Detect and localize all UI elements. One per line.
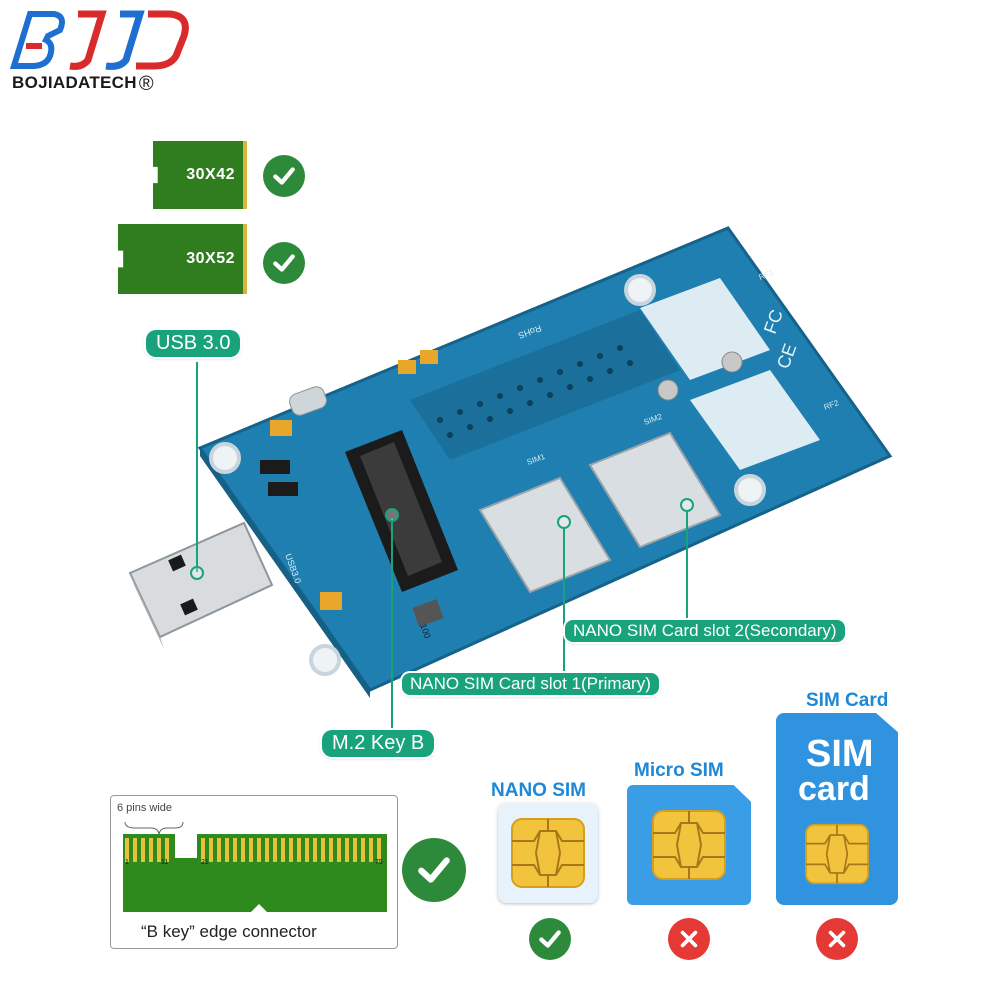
check-icon — [263, 155, 305, 197]
check-icon — [529, 918, 571, 960]
callout-usb: USB 3.0 — [146, 330, 241, 357]
logo-mark-icon — [9, 10, 189, 70]
edge-connector-diagram: 1 11 21 75 — [123, 821, 387, 912]
micro-sim-card — [627, 785, 751, 905]
sim-chip-icon — [652, 810, 726, 880]
nano-sim-title: NANO SIM — [491, 780, 586, 801]
sim-card-title: SIM Card — [806, 690, 889, 711]
target-dot — [385, 508, 399, 522]
pin-label-21: 21 — [201, 859, 209, 866]
sim-card-text-line1: SIM — [806, 733, 874, 775]
callout-sim2: NANO SIM Card slot 2(Secondary) — [565, 620, 845, 642]
module-card-30x52: 30X52 — [118, 224, 247, 294]
registered-mark: ® — [138, 73, 154, 95]
cross-icon — [816, 918, 858, 960]
adapter-board: USB3.0 SIM1 SIM2 RF1 RF2 RoHS FC CE 100 — [197, 226, 893, 698]
pins-width-note: 6 pins wide — [117, 802, 173, 814]
pin-label-75: 75 — [375, 859, 383, 866]
leader-line — [196, 362, 198, 572]
cross-icon — [668, 918, 710, 960]
micro-sim-title: Micro SIM — [634, 760, 724, 781]
sim-chip-icon — [511, 818, 585, 888]
target-dot — [680, 498, 694, 512]
callout-m2: M.2 Key B — [322, 730, 435, 757]
sim-chip-icon — [805, 823, 869, 885]
sim-card-text-line2: card — [798, 770, 870, 808]
check-icon — [402, 838, 466, 902]
brand-logo: BOJIADATECH® — [8, 6, 204, 95]
silk-inductor: 100 — [418, 622, 433, 640]
usb-plug — [128, 521, 274, 649]
leader-line — [563, 529, 565, 671]
pin-label-1: 1 — [125, 859, 129, 866]
edge-connector-panel: 6 pins wide 1 11 21 75 “B key” edge conn… — [110, 795, 398, 949]
callout-sim1: NANO SIM Card slot 1(Primary) — [402, 673, 659, 695]
module-size-label: 30X52 — [186, 250, 235, 267]
leader-line — [391, 518, 393, 728]
nano-sim-card — [498, 803, 598, 903]
pin-label-11: 11 — [161, 859, 168, 866]
module-size-label: 30X42 — [186, 166, 235, 183]
check-icon — [263, 242, 305, 284]
target-dot — [190, 566, 204, 580]
full-sim-card: SIM card — [776, 713, 898, 905]
module-card-30x42: 30X42 — [153, 141, 247, 209]
target-dot — [557, 515, 571, 529]
brand-name: BOJIADATECH — [12, 73, 137, 92]
edge-connector-caption: “B key” edge connector — [141, 922, 317, 941]
leader-line — [686, 512, 688, 620]
